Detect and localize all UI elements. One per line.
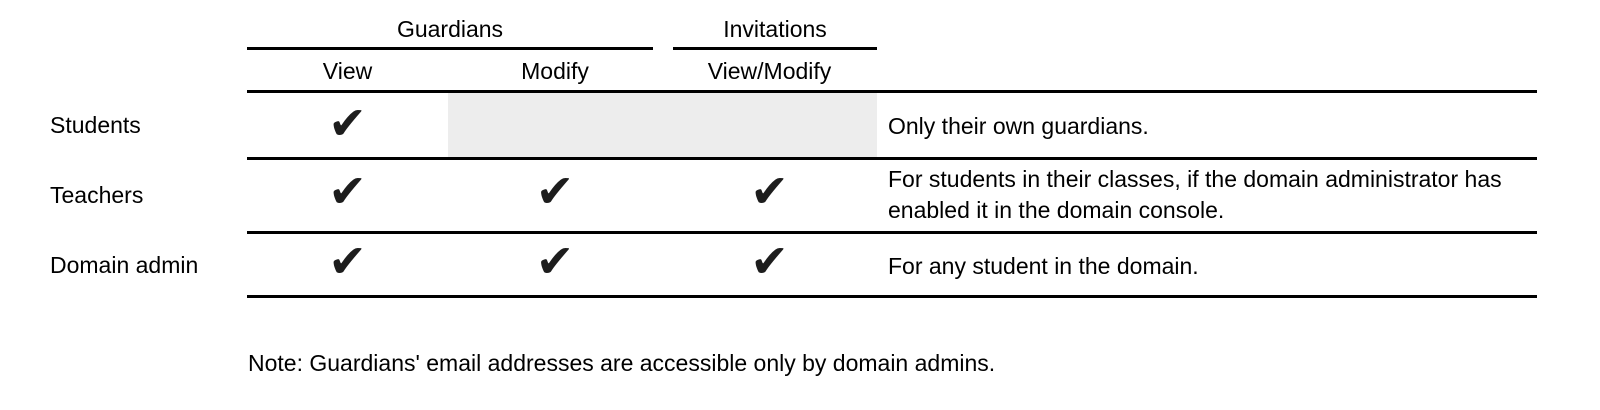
- check-icon: ✔: [328, 96, 367, 150]
- column-header-modify: Modify: [521, 58, 589, 84]
- check-icon: ✔: [535, 234, 575, 288]
- row-label-students: Students: [50, 112, 141, 138]
- guardians-underline: [247, 47, 653, 50]
- row-rule: [247, 157, 1537, 160]
- column-header-view-modify: View/Modify: [707, 58, 832, 84]
- column-group-guardians: Guardians: [396, 16, 504, 42]
- check-icon: ✔: [535, 164, 575, 218]
- footnote: Note: Guardians' email addresses are acc…: [248, 350, 996, 376]
- column-header-view: View: [322, 58, 373, 84]
- row-label-domain-admin: Domain admin: [50, 252, 199, 278]
- row-note-teachers: For students in their classes, if the do…: [888, 166, 1502, 223]
- row-note-students: Only their own guardians.: [888, 113, 1149, 139]
- row-rule: [247, 231, 1537, 234]
- row-label-teachers: Teachers: [50, 182, 144, 208]
- check-icon: ✔: [328, 234, 367, 288]
- check-icon: ✔: [750, 234, 789, 288]
- column-group-invitations: Invitations: [723, 16, 827, 42]
- check-icon: ✔: [750, 164, 789, 218]
- header-bottom-rule: [247, 90, 1537, 93]
- students-disabled-cells-region: [448, 93, 877, 157]
- invitations-underline: [673, 47, 877, 50]
- table-bottom-rule: [247, 295, 1537, 298]
- check-icon: ✔: [328, 164, 367, 218]
- row-note-domain-admin: For any student in the domain.: [888, 253, 1199, 279]
